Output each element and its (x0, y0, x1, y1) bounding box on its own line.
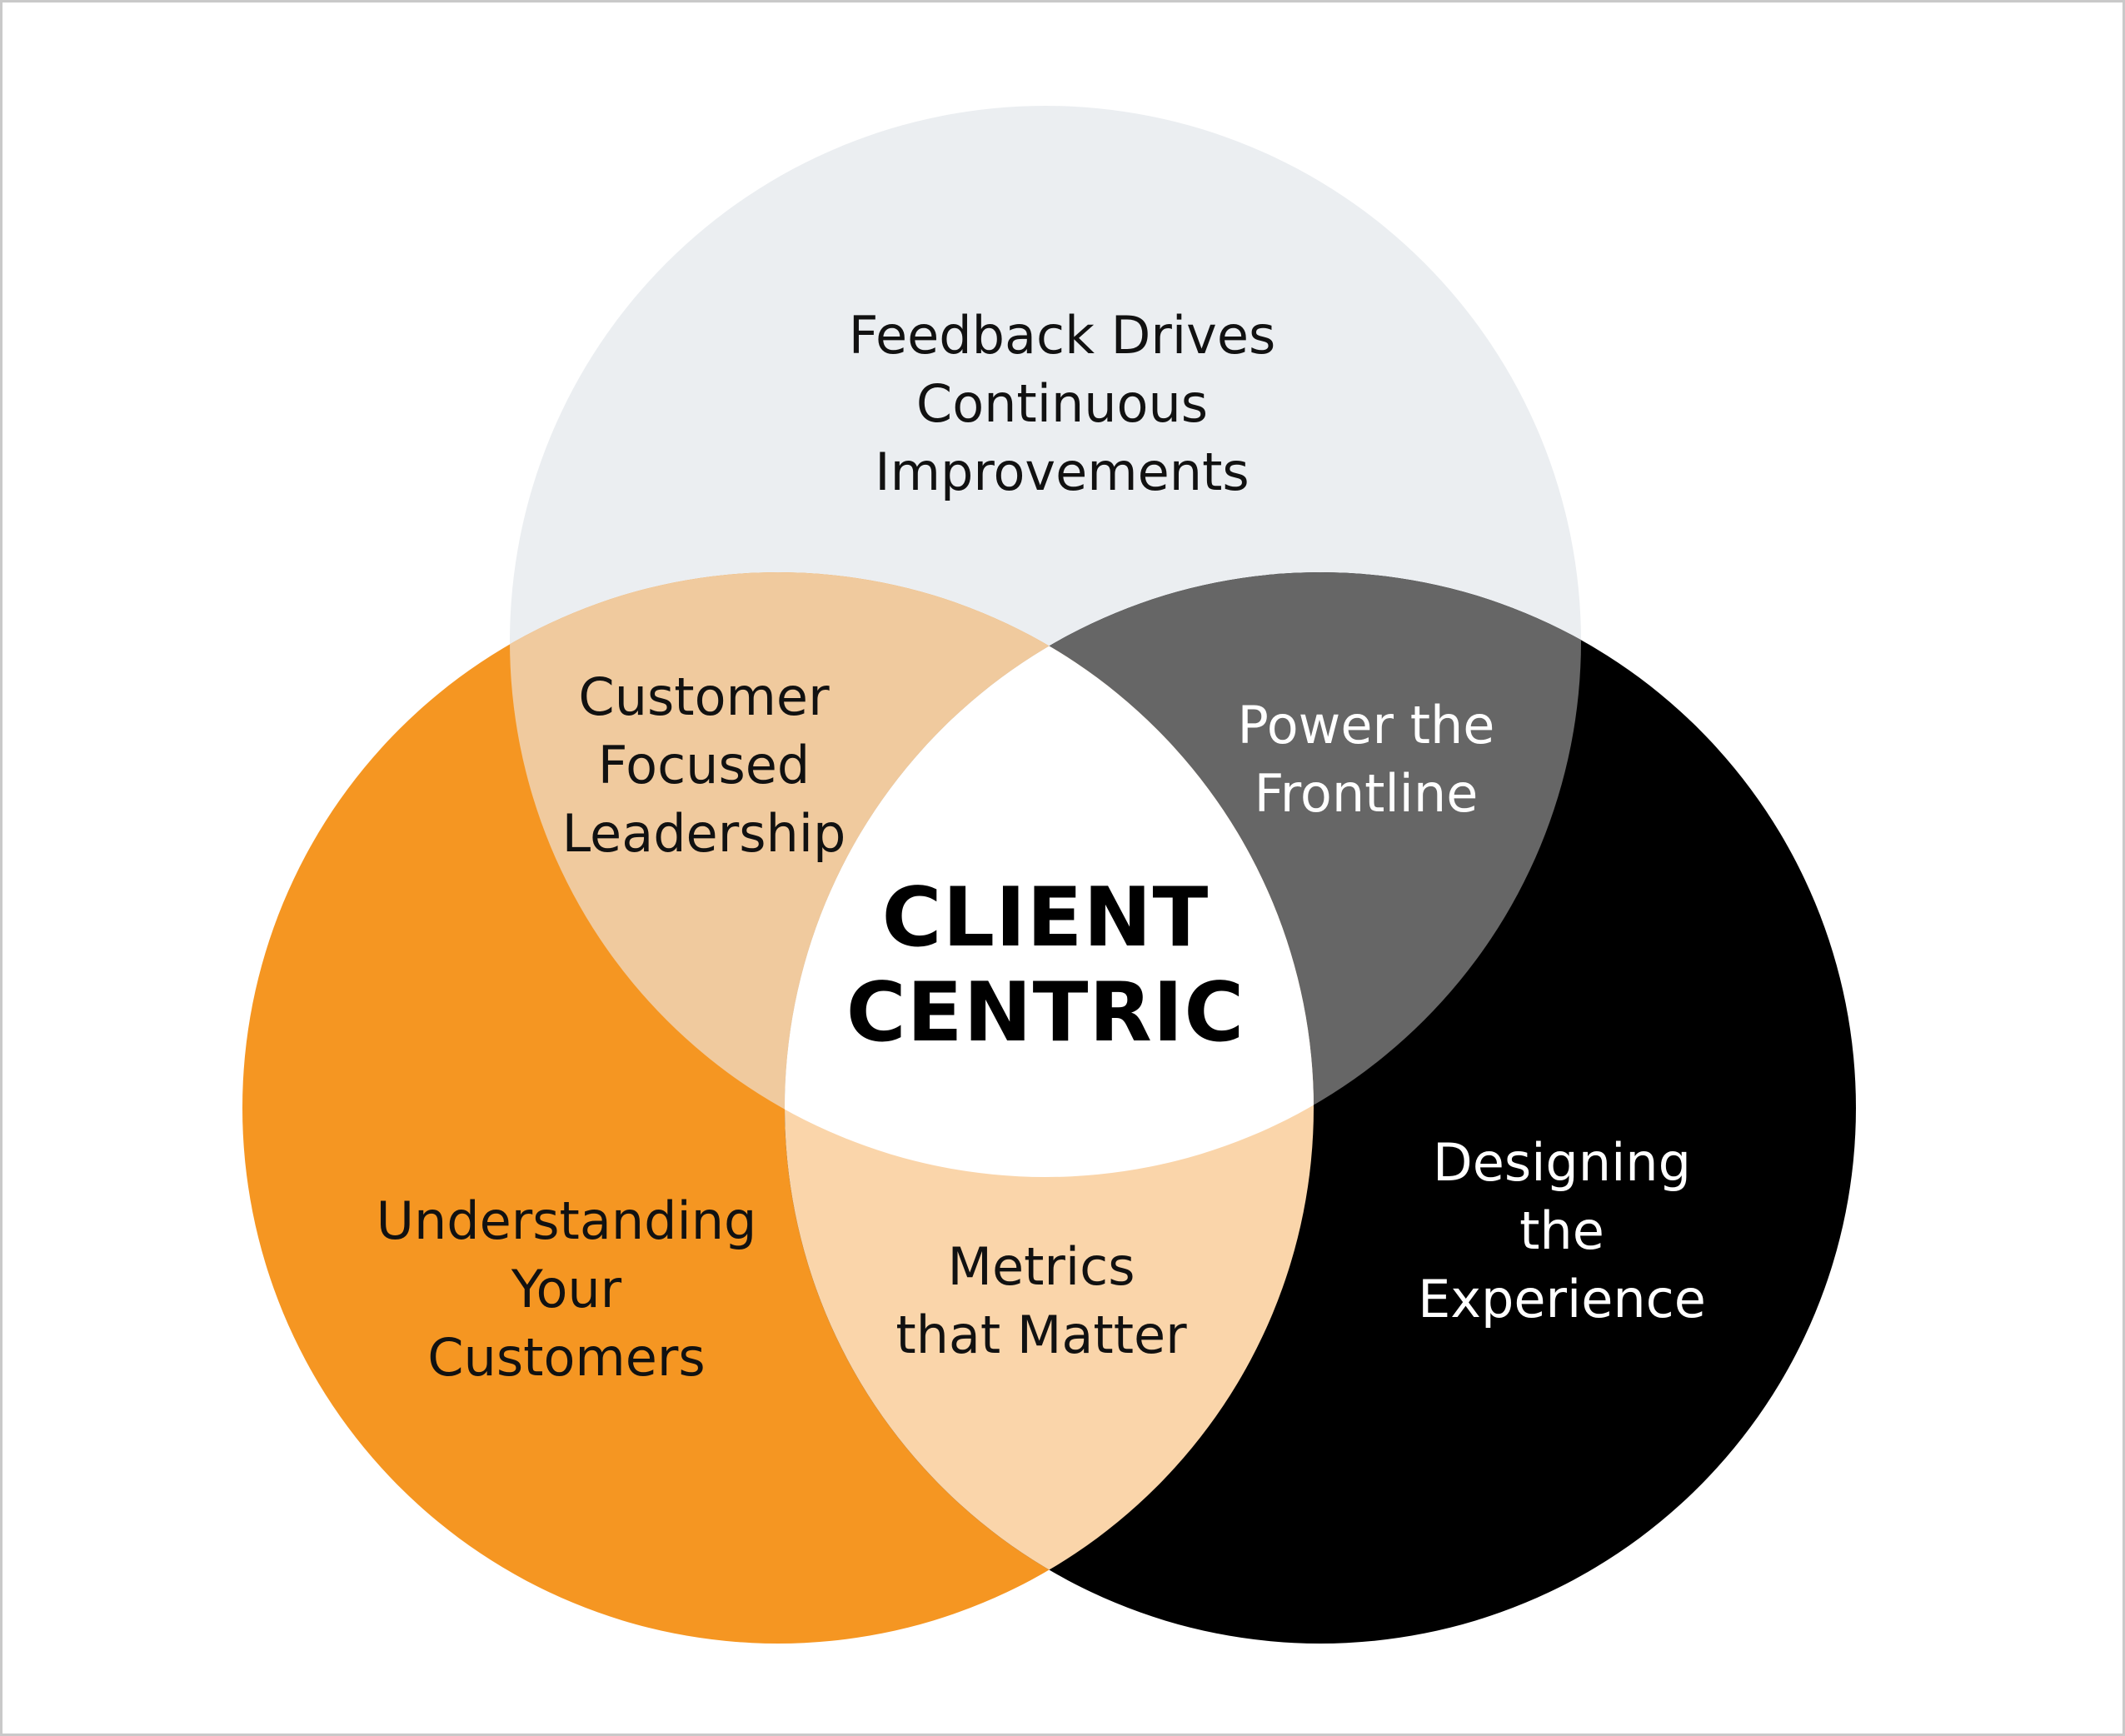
right-region-label: Designing the Experience (1418, 1132, 1706, 1329)
center-region-label: CLIENT CENTRIC (846, 870, 1245, 1060)
bottom-region-label: Metrics that Matter (895, 1236, 1187, 1365)
top-right-region-label: Power the Frontline (1237, 695, 1495, 824)
center-overlap (785, 572, 1314, 1177)
left-region-label: Understanding Your Customers (376, 1190, 757, 1388)
top-region-label: Feedback Drives Continuous Improvements (848, 305, 1276, 502)
top-left-region-label: Customer Focused Leadership (561, 666, 846, 864)
